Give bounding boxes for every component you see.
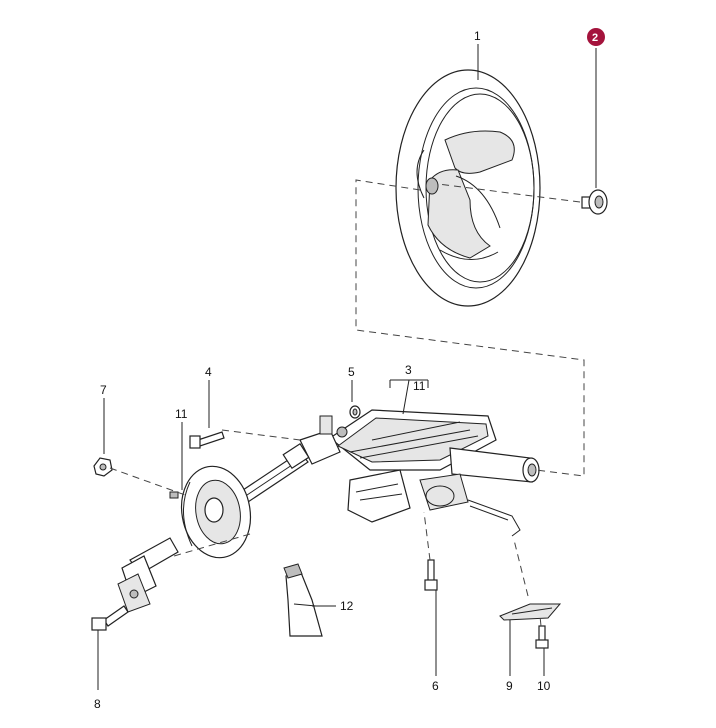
grease-tube[interactable] [283,563,323,637]
lower-universal-joint[interactable] [117,537,179,613]
nut-7[interactable] [93,457,113,477]
callout-4: 4 [205,365,212,379]
steering-column[interactable] [299,409,540,537]
callout-11-top: 11 [413,379,426,393]
nut-5[interactable] [349,405,361,419]
callout-8: 8 [94,697,101,711]
bolt-10[interactable] [535,625,549,649]
column-boot[interactable] [169,461,257,563]
badge-circle [587,28,605,46]
wheel-bolt[interactable] [581,189,608,215]
callout-leaders [97,44,597,690]
bolt-6[interactable] [424,559,438,591]
bolt-8[interactable] [91,605,129,631]
callout-1: 1 [474,29,481,43]
callout-5: 5 [348,365,355,379]
callout-2: 2 [592,32,598,44]
callout-3: 3 [405,363,412,377]
callout-12: 12 [340,599,354,613]
highlight-badge-2[interactable]: 2 [587,28,605,46]
callout-9: 9 [506,679,513,693]
callout-7: 7 [100,383,107,397]
callout-11-left: 11 [175,407,188,421]
callout-labels: 1 2 3 11 4 5 7 11 12 8 6 9 10 [94,28,605,711]
assembly-guide-lines [109,179,585,627]
callout-6: 6 [432,679,439,693]
bolt-4[interactable] [189,431,225,449]
bracket-9[interactable] [499,603,562,621]
callout-10: 10 [537,679,551,693]
